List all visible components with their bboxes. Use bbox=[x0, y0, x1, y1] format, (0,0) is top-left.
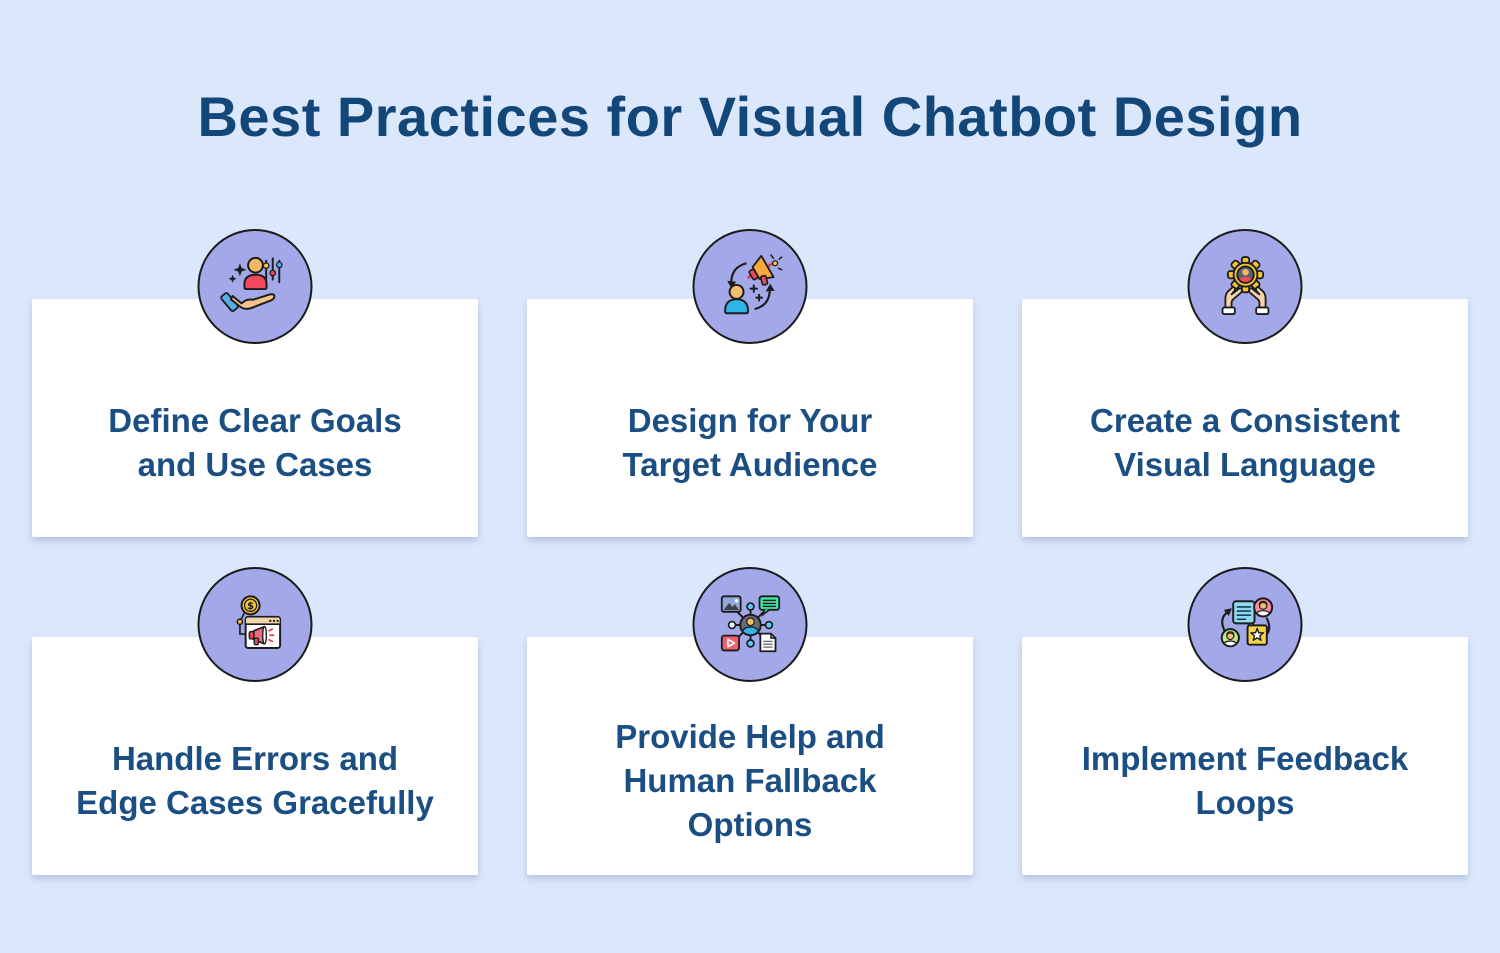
card-title-handle-errors: Handle Errors and Edge Cases Gracefully bbox=[76, 740, 434, 821]
user-media-network-icon bbox=[692, 567, 808, 682]
card-title-feedback-loops: Implement Feedback Loops bbox=[1081, 740, 1409, 821]
svg-text:$: $ bbox=[247, 601, 254, 612]
feedback-cycle-icon bbox=[1187, 567, 1303, 682]
hand-presenting-user-icon bbox=[219, 256, 283, 312]
card-handle-errors: $ Handle Errors and Edge Cases Gra bbox=[32, 567, 478, 875]
card-define-goals: Define Clear Goals and Use Cases bbox=[32, 229, 478, 537]
browser-megaphone-coin-icon: $ bbox=[236, 594, 281, 649]
card-visual-language: Create a Consistent Visual Language bbox=[1022, 229, 1468, 537]
card-title-target-audience: Design for Your Target Audience bbox=[622, 402, 878, 483]
card-human-fallback: Provide Help and Human Fallback Options bbox=[527, 567, 973, 875]
card-title-define-goals: Define Clear Goals and Use Cases bbox=[108, 402, 402, 483]
card-title-human-fallback: Provide Help and Human Fallback Options bbox=[615, 718, 885, 843]
user-megaphone-cycle-icon bbox=[723, 253, 782, 314]
page-title: Best Practices for Visual Chatbot Design bbox=[197, 85, 1303, 148]
card-title-visual-language: Create a Consistent Visual Language bbox=[1090, 402, 1400, 483]
hands-holding-gear-user-icon bbox=[1221, 255, 1269, 315]
browser-megaphone-coin-icon: $ bbox=[197, 567, 313, 682]
hands-holding-gear-user-icon bbox=[1187, 229, 1303, 344]
cards-grid: Define Clear Goals and Use Cases bbox=[32, 229, 1468, 875]
card-target-audience: Design for Your Target Audience bbox=[527, 229, 973, 537]
feedback-cycle-icon bbox=[1220, 596, 1273, 647]
hand-presenting-user-icon bbox=[197, 229, 313, 344]
user-media-network-icon bbox=[720, 594, 780, 652]
card-feedback-loops: Implement Feedback Loops bbox=[1022, 567, 1468, 875]
user-megaphone-cycle-icon bbox=[692, 229, 808, 344]
